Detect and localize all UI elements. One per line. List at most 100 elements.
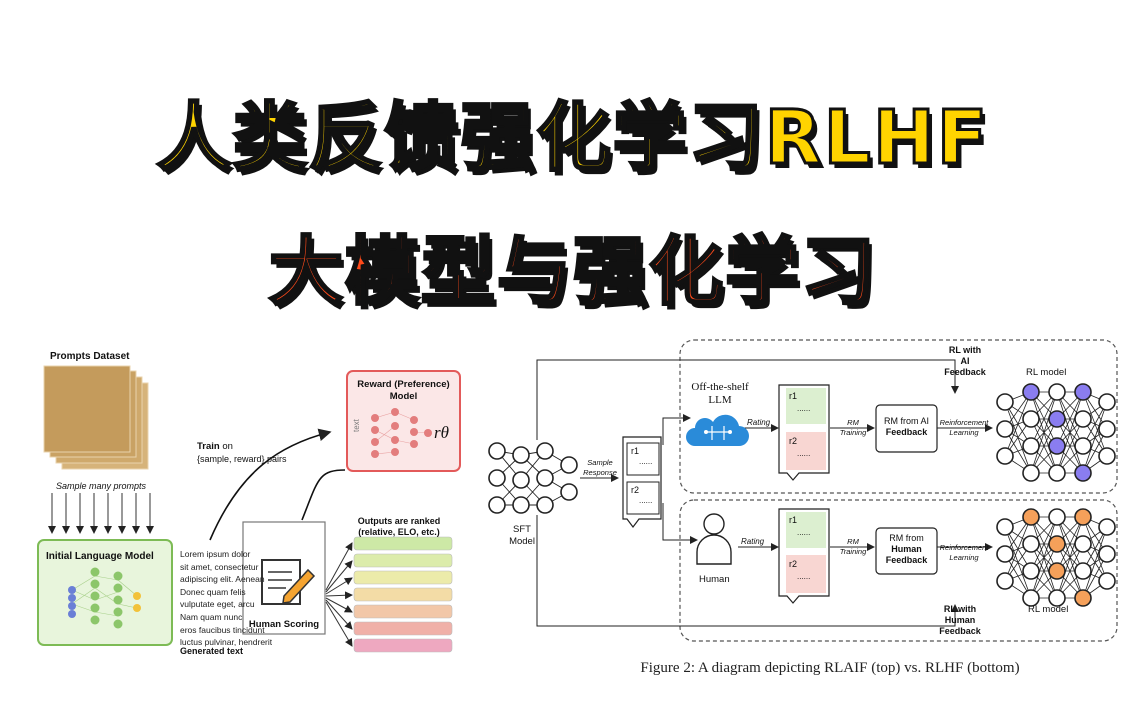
ranked-output-bar [353,638,453,653]
rl-model-top-label: RL model [1026,367,1067,378]
reinforcement-top-l1: Reinforcement [939,418,989,427]
train-arrow [209,428,332,541]
rm-training-bottom-label: RM Training [838,537,868,557]
train-pairs-label: {sample, reward} pairs [197,454,287,464]
ranked-output-bar [353,587,453,602]
response-chat-icon [622,436,662,528]
rl-network-node [1048,535,1066,553]
rl-ai-feedback-label: RL with AI Feedback [940,345,990,378]
sample-l1: Sample [587,458,613,467]
reward-model-subtitle: Model [389,391,418,402]
lorem-line: Nam quam nunc [180,611,243,622]
figure-caption: Figure 2: A diagram depicting RLAIF (top… [640,660,1020,676]
ranked-output-bar [353,604,453,619]
lorem-line: eros faucibus tincidunt [180,624,265,635]
rank-arrows [325,542,353,647]
rating-chat-bottom [778,508,830,604]
r2-bottom: r2 [789,559,798,569]
reinforcement-top-label: Reinforcement Learning [937,418,991,438]
rl-network-node [1074,383,1092,401]
rm-human-l2: Human [891,544,922,554]
sample-prompts-label: Sample many prompts [56,481,147,491]
sft-model-label: SFT Model [503,524,541,548]
sft-l2: Model [509,536,535,547]
rl-network-node [1048,562,1066,580]
rl-network-node [1048,410,1066,428]
initial-lm-box [37,539,173,646]
rm-human-label: RM from Human Feedback [876,533,937,566]
rm-ai-l1: RM from AI [883,416,929,426]
rl-network-node [996,447,1014,465]
rm-human-box [875,527,938,575]
ranked-output-bar [353,570,453,585]
text-input-label: text [352,419,361,432]
lorem-line: sit amet, consectetur [180,561,259,572]
ranked-output-bar [353,553,453,568]
rm-training-top-l2: Training [839,428,867,437]
rl-network-node [1022,464,1040,482]
rl-network-node [1022,589,1040,607]
scoring-pencil-icon [261,559,316,605]
outputs-ranked-title: Outputs are ranked [357,516,441,526]
rl-network-node [1074,535,1092,553]
rl-ai-l2: AI [960,356,970,366]
rl-network-node [996,572,1014,590]
rl-network-node [1048,383,1066,401]
ranked-output-bar [353,621,453,636]
rl-network-node [1022,383,1040,401]
reinforcement-bottom-label: Reinforcement Learning [937,543,991,563]
generated-text-label: Generated text [180,646,244,656]
off-shelf-llm-l1: Off-the-shelf [691,381,749,393]
r2-response: r2 [631,485,640,495]
train-label: Train on [197,441,233,452]
off-shelf-llm-l2: LLM [708,394,732,406]
rl-network-node [1098,420,1116,438]
rl-human-feedback-label: RL with Human Feedback [935,604,985,637]
rl-network-node [1098,545,1116,563]
rl-network-node [996,393,1014,411]
prompts-dataset-stack [43,365,149,470]
reinforcement-bottom-l1: Reinforcement [939,543,989,552]
lorem-line: luctus pulvinar, hendrerit [180,637,272,648]
rl-network-node [1074,410,1092,428]
ranked-output-bar [353,536,453,551]
sft-network [488,442,578,514]
rl-network-node [1074,589,1092,607]
rl-network-node [1074,437,1092,455]
rl-network-node [996,545,1014,563]
rl-ai-l3: Feedback [944,367,986,377]
r1-response: r1 [631,446,640,456]
rm-training-top-l1: RM [847,418,859,427]
rl-network-node [1022,437,1040,455]
rlhf-dashed-region [679,499,1118,642]
dots-r1-bottom: ...... [797,528,811,537]
rating-chat-top [778,384,830,481]
cloud-llm-icon [686,414,749,446]
rl-network-node [1022,508,1040,526]
subtitle: 大模型与强化学习 [268,228,877,317]
flow-lines [536,359,993,627]
rating-top-label: Rating [747,418,771,427]
rl-network-node [996,518,1014,536]
rl-network-node [1048,464,1066,482]
rl-human-l2: Human [944,615,976,625]
lorem-line: Donec quam felis [180,586,246,597]
rlaif-dashed-region [679,339,1118,494]
r-theta-label: rθ [434,423,449,442]
rl-network-node [1074,562,1092,580]
rl-network-node [1074,508,1092,526]
human-scoring-label: Human Scoring [248,619,320,630]
rl-human-l1: RL with [943,604,977,614]
rl-network-node [1098,393,1116,411]
r2-top: r2 [789,436,798,446]
train-bold: Train [197,441,220,452]
human-icon [696,513,732,565]
sft-l1: SFT [513,524,531,535]
lorem-line: Lorem ipsum dolor [180,549,251,559]
rl-network-node [1022,535,1040,553]
dots-r1-top: ...... [797,404,811,413]
rl-network-node [1022,410,1040,428]
reward-model-title: Reward (Preference) [357,379,450,390]
ranking-arrow [301,469,346,521]
